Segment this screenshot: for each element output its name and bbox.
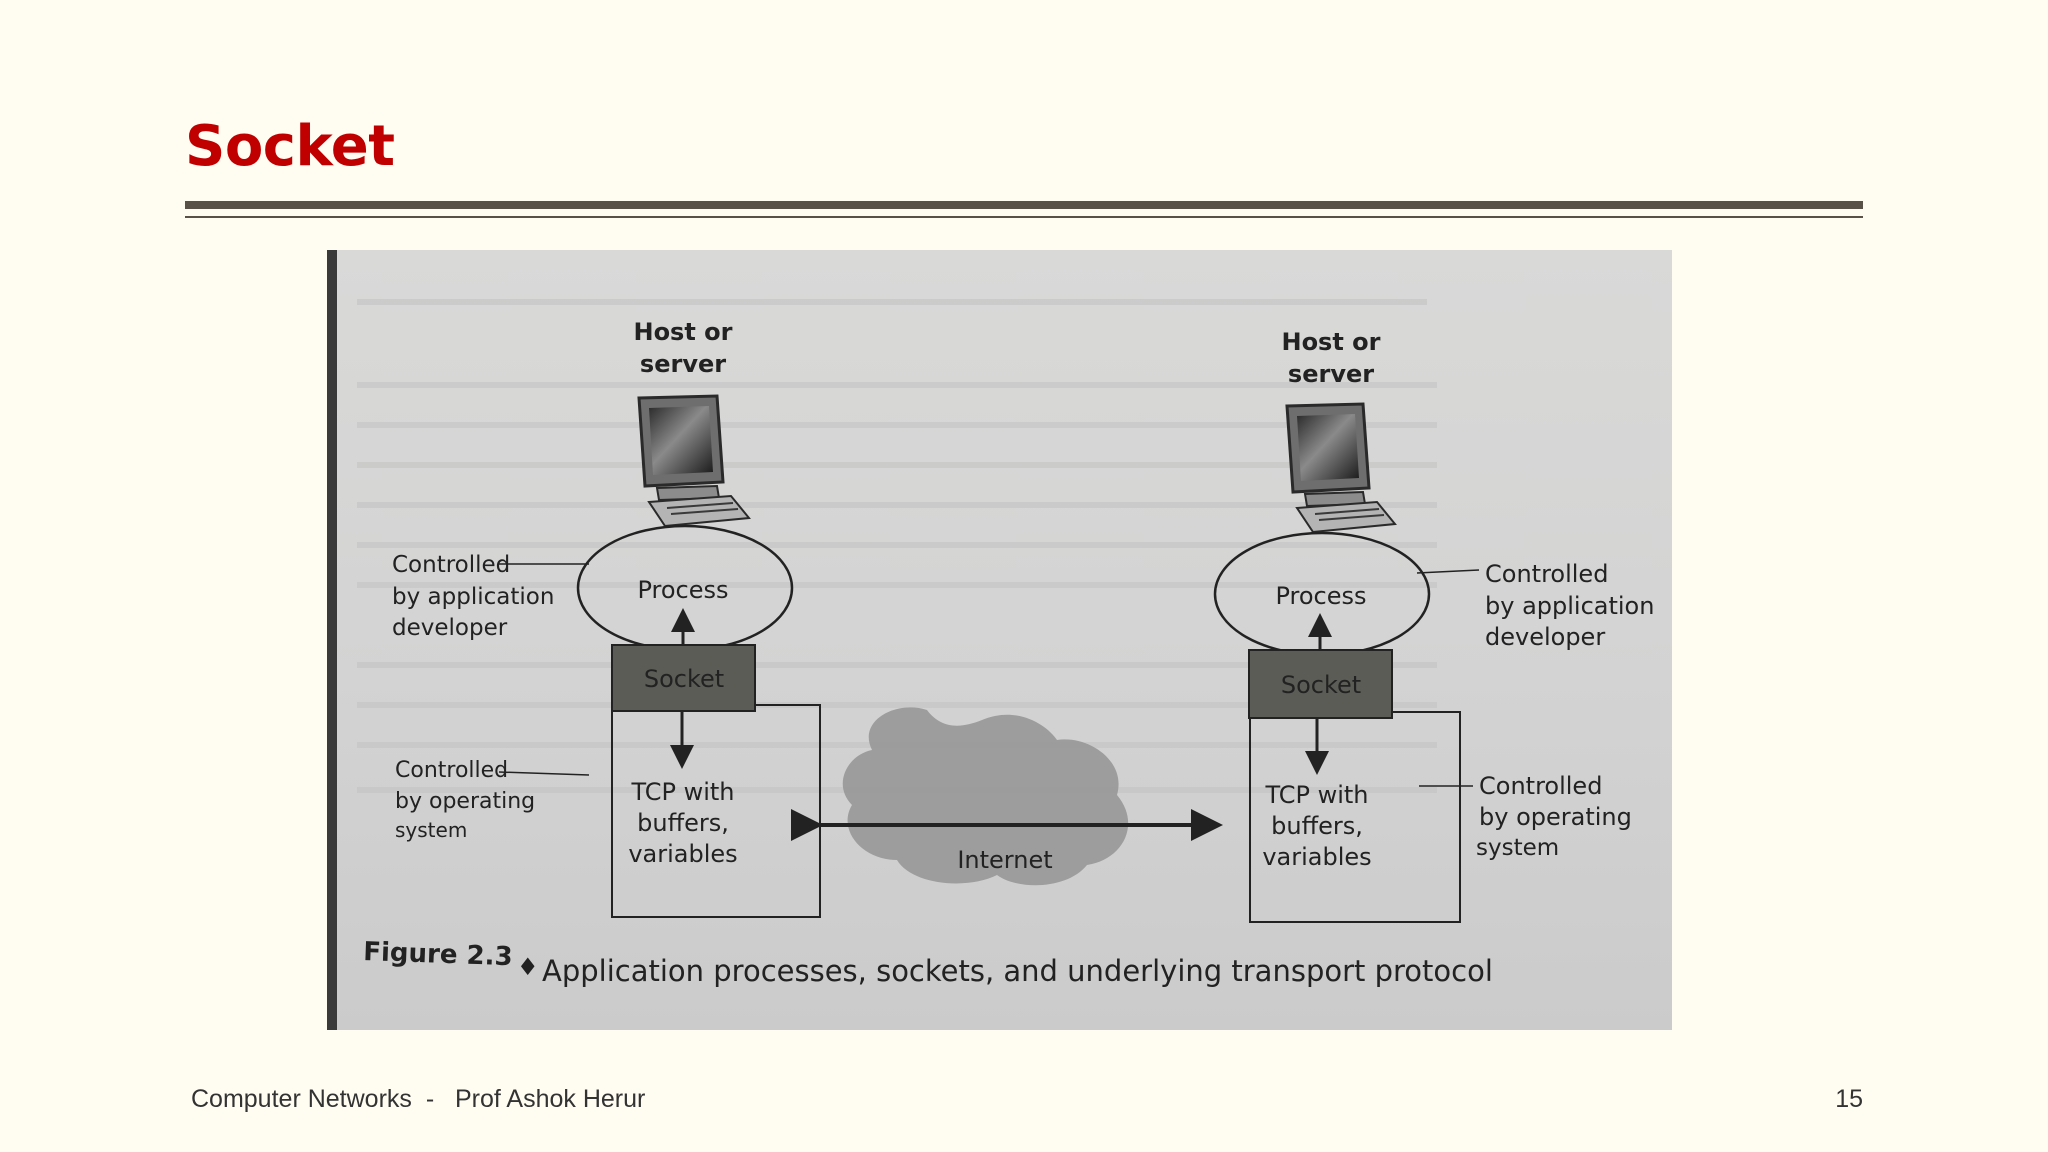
left-process-label: Process	[637, 576, 728, 604]
caption-text: Application processes, sockets, and unde…	[542, 954, 1493, 988]
right-os-note-line1: Controlled	[1479, 772, 1602, 800]
page-bleed-through	[357, 299, 1437, 793]
right-app-note-line1: Controlled	[1485, 560, 1608, 588]
right-socket-label: Socket	[1281, 671, 1361, 699]
desktop-computer-icon	[1285, 402, 1397, 534]
book-binding-edge	[327, 250, 337, 1030]
left-app-note-line3: developer	[392, 615, 508, 641]
right-socket-box	[1248, 649, 1393, 719]
figure-photo: Host or server Process Socket TCP with b…	[327, 250, 1672, 1030]
right-host-label-line1: Host or	[1281, 328, 1380, 356]
page-number: 15	[1835, 1085, 1863, 1113]
right-process-label: Process	[1275, 582, 1366, 610]
title-rule-thick	[185, 201, 1863, 209]
left-host-label-line1: Host or	[633, 318, 732, 346]
caption-bullet: ♦	[517, 953, 539, 981]
left-host-label-line2: server	[640, 350, 726, 378]
desktop-computer-icon	[637, 394, 751, 528]
right-os-note-line3: system	[1476, 835, 1559, 861]
left-tcp-line1: TCP with	[630, 778, 734, 806]
figure-caption: Figure 2.3 ♦ Application processes, sock…	[363, 937, 1493, 988]
right-tcp-line3: variables	[1262, 843, 1371, 871]
internet-label: Internet	[957, 846, 1052, 874]
slide-title: Socket	[185, 114, 395, 179]
left-os-note-line2: by operating	[395, 789, 535, 814]
left-socket-box	[611, 644, 756, 712]
right-app-note-line2: by application	[1485, 592, 1654, 620]
left-tcp-line3: variables	[628, 840, 737, 868]
left-socket-label: Socket	[644, 665, 724, 693]
left-os-note-line3: system	[395, 818, 467, 842]
right-app-note-line3: developer	[1485, 623, 1605, 651]
right-app-note-leader	[1416, 569, 1480, 574]
socket-diagram: Host or server Process Socket TCP with b…	[327, 250, 1654, 1030]
right-os-note-line2: by operating	[1479, 803, 1632, 831]
footer-separator: -	[425, 1085, 435, 1113]
figure-number: Figure 2.3	[363, 937, 513, 972]
left-os-note-line1: Controlled	[395, 758, 508, 783]
left-app-note-line2: by application	[392, 584, 554, 610]
slide-footer: Computer Networks - Prof Ashok Herur	[191, 1085, 645, 1114]
right-host-label-line2: server	[1288, 360, 1374, 388]
right-host: Host or server Process Socket TCP with b…	[1213, 328, 1654, 923]
right-tcp-line2: buffers,	[1271, 812, 1363, 840]
footer-author: Prof Ashok Herur	[454, 1085, 646, 1113]
right-tcp-line1: TCP with	[1264, 781, 1368, 809]
footer-course: Computer Networks	[191, 1085, 412, 1113]
left-app-note-line1: Controlled	[392, 552, 510, 578]
left-os-note-leader	[498, 771, 590, 776]
title-rule-thin	[185, 216, 1863, 218]
left-host: Host or server Process Socket TCP with b…	[392, 318, 821, 918]
left-tcp-line2: buffers,	[637, 809, 729, 837]
